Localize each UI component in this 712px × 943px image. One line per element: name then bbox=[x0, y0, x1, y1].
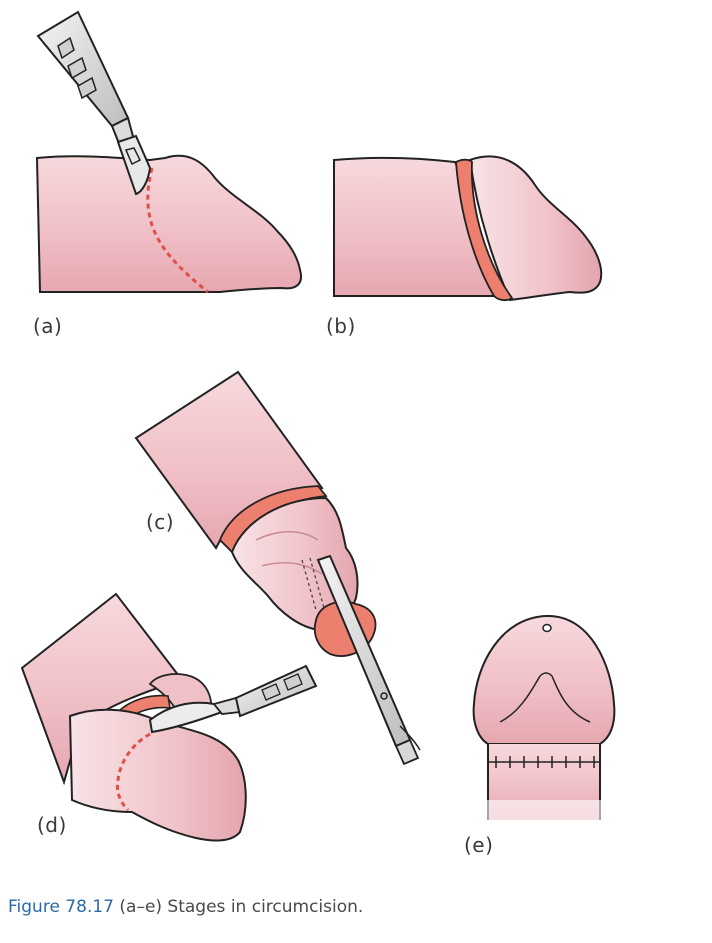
scissors-icon bbox=[316, 554, 421, 766]
panel-label-c: (c) bbox=[146, 510, 175, 534]
panel-label-a: (a) bbox=[33, 314, 63, 338]
panel-label-e: (e) bbox=[464, 833, 494, 857]
panel-b bbox=[333, 155, 603, 302]
scalpel-icon bbox=[148, 664, 318, 734]
urethral-meatus bbox=[542, 623, 552, 633]
glans-covered-b bbox=[468, 155, 603, 302]
panel-label-d: (d) bbox=[37, 813, 67, 837]
panel-a bbox=[35, 10, 302, 294]
raw-cut-edge bbox=[455, 158, 514, 302]
glans-e bbox=[472, 614, 616, 745]
scalpel-icon bbox=[36, 10, 152, 196]
panel-c bbox=[134, 370, 421, 766]
incision-line bbox=[146, 167, 209, 294]
caption-text: (a–e) Stages in circumcision. bbox=[119, 897, 364, 917]
figure-number: Figure 78.17 bbox=[8, 897, 114, 917]
suture-line bbox=[488, 756, 600, 768]
penis-shaft-a bbox=[35, 154, 302, 293]
incision-line bbox=[116, 732, 151, 812]
panel-label-b: (b) bbox=[326, 314, 356, 338]
panel-e bbox=[472, 614, 616, 822]
panel-d bbox=[20, 592, 318, 842]
figure-caption: Figure 78.17 (a–e) Stages in circumcisio… bbox=[8, 897, 363, 917]
